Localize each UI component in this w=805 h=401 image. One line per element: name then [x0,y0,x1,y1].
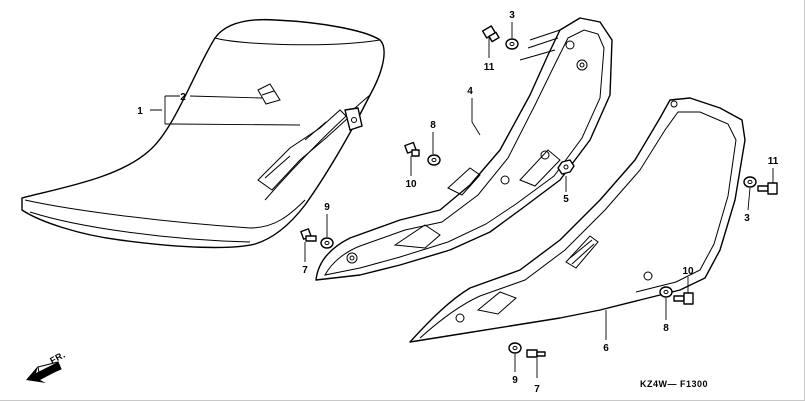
callout-9-left: 9 [324,202,330,213]
callout-6: 6 [603,343,609,354]
seat[interactable] [21,18,385,249]
screw-left[interactable] [300,228,317,242]
washer-9-left[interactable] [320,237,334,249]
bolt-top[interactable] [481,25,500,43]
diagram-code: KZ4W— F1300 [640,379,708,389]
screw-bottom-7[interactable] [526,349,546,358]
bolt-right-10[interactable] [673,292,694,305]
callout-10-left: 10 [405,179,417,190]
bolt-left[interactable] [404,141,420,157]
callout-7-left: 7 [302,265,308,276]
bolt-right-11[interactable] [757,182,778,195]
washer-left[interactable] [427,154,441,166]
side-cover-frame[interactable] [315,17,613,281]
callout-10-right: 10 [682,266,694,277]
callout-3-right: 3 [744,213,750,224]
callout-8-right: 8 [663,323,669,334]
callout-8-top: 8 [430,120,436,131]
callout-7-bottom: 7 [534,384,540,395]
washer-top[interactable] [505,38,519,50]
callout-2: 2 [180,92,186,103]
callout-11-top: 11 [484,62,495,73]
washer-right-3[interactable] [743,176,757,188]
washer-right-8[interactable] [659,286,673,298]
leader-lines [150,22,774,378]
washer-bottom-9[interactable] [508,342,522,354]
callout-5: 5 [563,194,569,205]
side-cover[interactable] [409,97,746,343]
front-arrow-icon [26,361,62,383]
callout-3-top: 3 [509,10,515,21]
callout-9-bottom: 9 [512,375,518,386]
callout-4: 4 [467,86,473,97]
callout-11-right: 11 [768,156,779,167]
callout-1: 1 [137,106,143,117]
nut[interactable] [557,159,575,175]
